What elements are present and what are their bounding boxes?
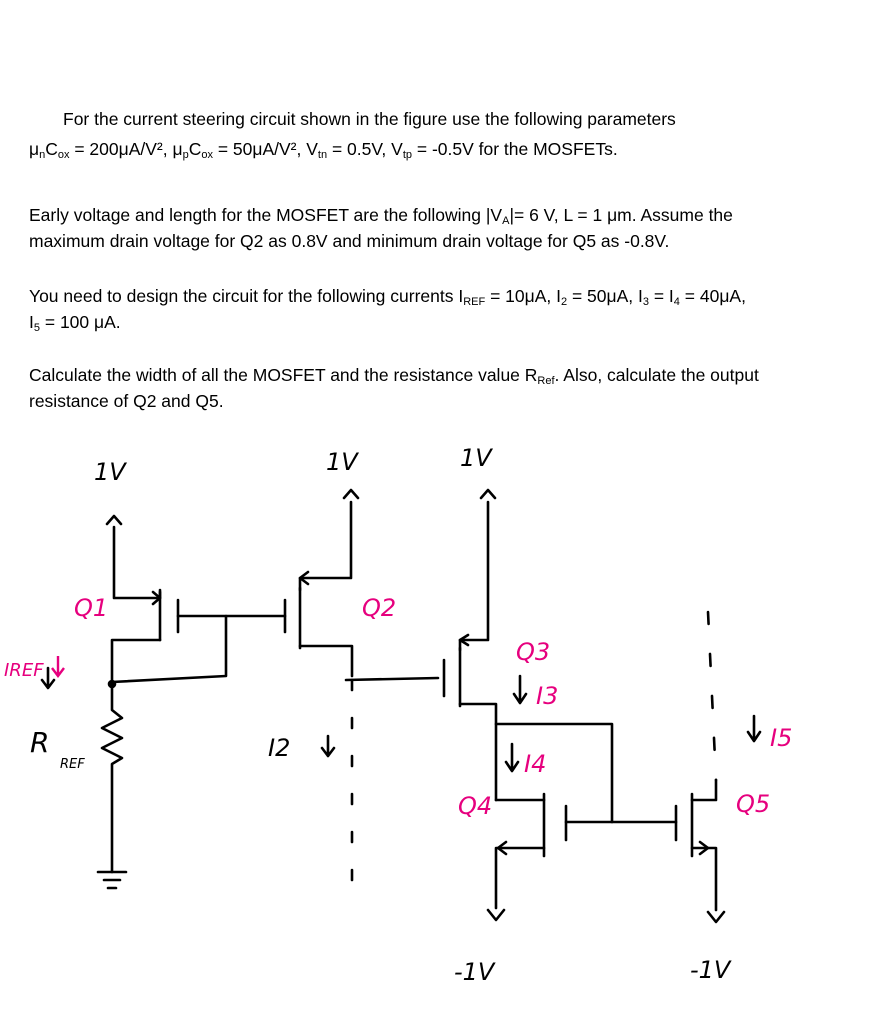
- node-dot-q1-drain: [107, 679, 117, 689]
- q4-source-arrow: [496, 840, 508, 856]
- wire-q3-gate: [344, 676, 440, 682]
- wire-q3-drain: [458, 702, 498, 802]
- label-q3-supply: 1V: [460, 444, 493, 472]
- wire-q3-supply: [458, 500, 490, 652]
- currents-line-1: You need to design the circuit for the f…: [29, 286, 746, 308]
- wire-q2-drain: [298, 644, 354, 678]
- intro-line: For the current steering circuit shown i…: [63, 109, 676, 129]
- i5-arrow: [746, 714, 762, 743]
- arrow-q2-supply: [342, 488, 360, 500]
- wire-q4-source: [494, 846, 546, 910]
- wire-q5-drain: [690, 778, 718, 802]
- label-q4: Q4: [458, 792, 492, 820]
- label-q1-supply: 1V: [94, 458, 127, 486]
- label-i3: I3: [536, 682, 558, 710]
- resistor-ref: [100, 684, 124, 874]
- label-q3: Q3: [516, 638, 550, 666]
- label-q1: Q1: [74, 594, 108, 622]
- label-i2: I2: [268, 734, 290, 762]
- early-voltage-line: Early voltage and length for the MOSFET …: [29, 205, 733, 227]
- label-q5: Q5: [736, 790, 770, 818]
- drain-voltage-line: maximum drain voltage for Q2 as 0.8V and…: [29, 231, 670, 251]
- label-q5-neg-supply: -1V: [690, 956, 732, 984]
- paragraph-parameters: For the current steering circuit shown i…: [0, 106, 676, 162]
- i2-arrow: [320, 734, 336, 758]
- mosfet-params-line: μnCox = 200μA/V², μpCox = 50μA/V², Vtn =…: [29, 139, 618, 161]
- ground-symbol: [96, 870, 128, 890]
- i4-arrow: [504, 742, 520, 773]
- q3-source-arrow: [458, 633, 470, 647]
- q5-source-arrow: [698, 840, 710, 856]
- wire-q4-diode: [494, 722, 614, 824]
- label-q2: Q2: [362, 594, 396, 622]
- wire-q5-source: [690, 846, 718, 912]
- currents-line-2: I5 = 100 μA.: [29, 312, 121, 334]
- arrow-q1-supply: [105, 514, 123, 526]
- arrow-q5-neg: [706, 910, 726, 924]
- paragraph-task: Calculate the width of all the MOSFET an…: [0, 362, 759, 414]
- task-line-2: resistance of Q2 and Q5.: [29, 391, 224, 411]
- label-i4: I4: [524, 750, 546, 778]
- paragraph-early-voltage: Early voltage and length for the MOSFET …: [0, 202, 733, 254]
- q2-source-arrow: [298, 570, 310, 586]
- wire-q2-supply: [298, 500, 353, 592]
- label-q2-supply: 1V: [326, 448, 359, 476]
- label-ref: REF: [60, 757, 85, 772]
- i3-arrow: [512, 674, 528, 705]
- wire-q1-supply: [112, 525, 162, 600]
- iref-arrow-pink: [51, 656, 65, 678]
- wire-q1-drain: [110, 638, 162, 687]
- label-q4-neg-supply: -1V: [454, 958, 496, 986]
- q1-source-arrow: [151, 590, 162, 606]
- arrow-q3-supply: [479, 488, 497, 500]
- task-line-1: Calculate the width of all the MOSFET an…: [29, 365, 759, 387]
- paragraph-currents: You need to design the circuit for the f…: [0, 283, 746, 335]
- q5-dashed-drain: [706, 610, 718, 782]
- label-iref: IREF: [4, 660, 44, 681]
- wire-gate-drop: [110, 614, 228, 684]
- label-i5: I5: [770, 724, 792, 752]
- circuit-diagram: 1V 1V 1V -1V -1V I2 R REF Q1 Q2 Q3 Q4 Q5…: [4, 444, 792, 986]
- arrow-q4-neg: [486, 908, 506, 922]
- label-r: R: [30, 726, 49, 759]
- iref-arrow: [40, 666, 56, 690]
